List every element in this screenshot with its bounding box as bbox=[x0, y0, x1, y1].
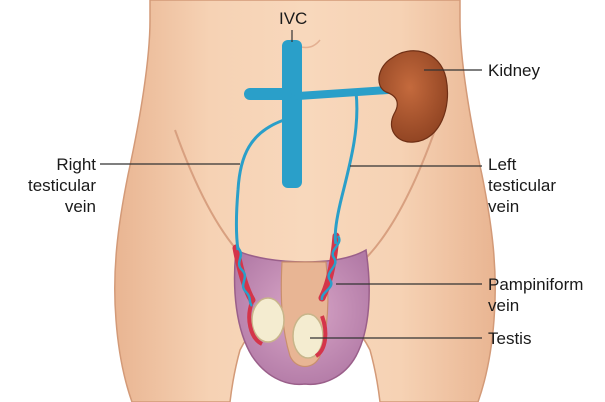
label-right-testicular-vein-line3: vein bbox=[2, 196, 96, 217]
label-left-testicular-vein: Left testicular vein bbox=[488, 154, 556, 217]
label-right-testicular-vein-line2: testicular bbox=[2, 175, 96, 196]
label-right-testicular-vein: Right testicular vein bbox=[2, 154, 96, 217]
label-left-testicular-vein-line2: testicular bbox=[488, 175, 556, 196]
label-ivc: IVC bbox=[279, 8, 307, 29]
label-pampiniform-vein-line2: vein bbox=[488, 295, 583, 316]
label-left-testicular-vein-line3: vein bbox=[488, 196, 556, 217]
label-pampiniform-vein: Pampiniform vein bbox=[488, 274, 583, 316]
label-left-testicular-vein-line1: Left bbox=[488, 154, 556, 175]
testis-right bbox=[252, 298, 284, 342]
label-testis: Testis bbox=[488, 328, 531, 349]
label-kidney: Kidney bbox=[488, 60, 540, 81]
label-right-testicular-vein-line1: Right bbox=[2, 154, 96, 175]
label-pampiniform-vein-line1: Pampiniform bbox=[488, 274, 583, 295]
ivc-vessel bbox=[282, 40, 302, 188]
